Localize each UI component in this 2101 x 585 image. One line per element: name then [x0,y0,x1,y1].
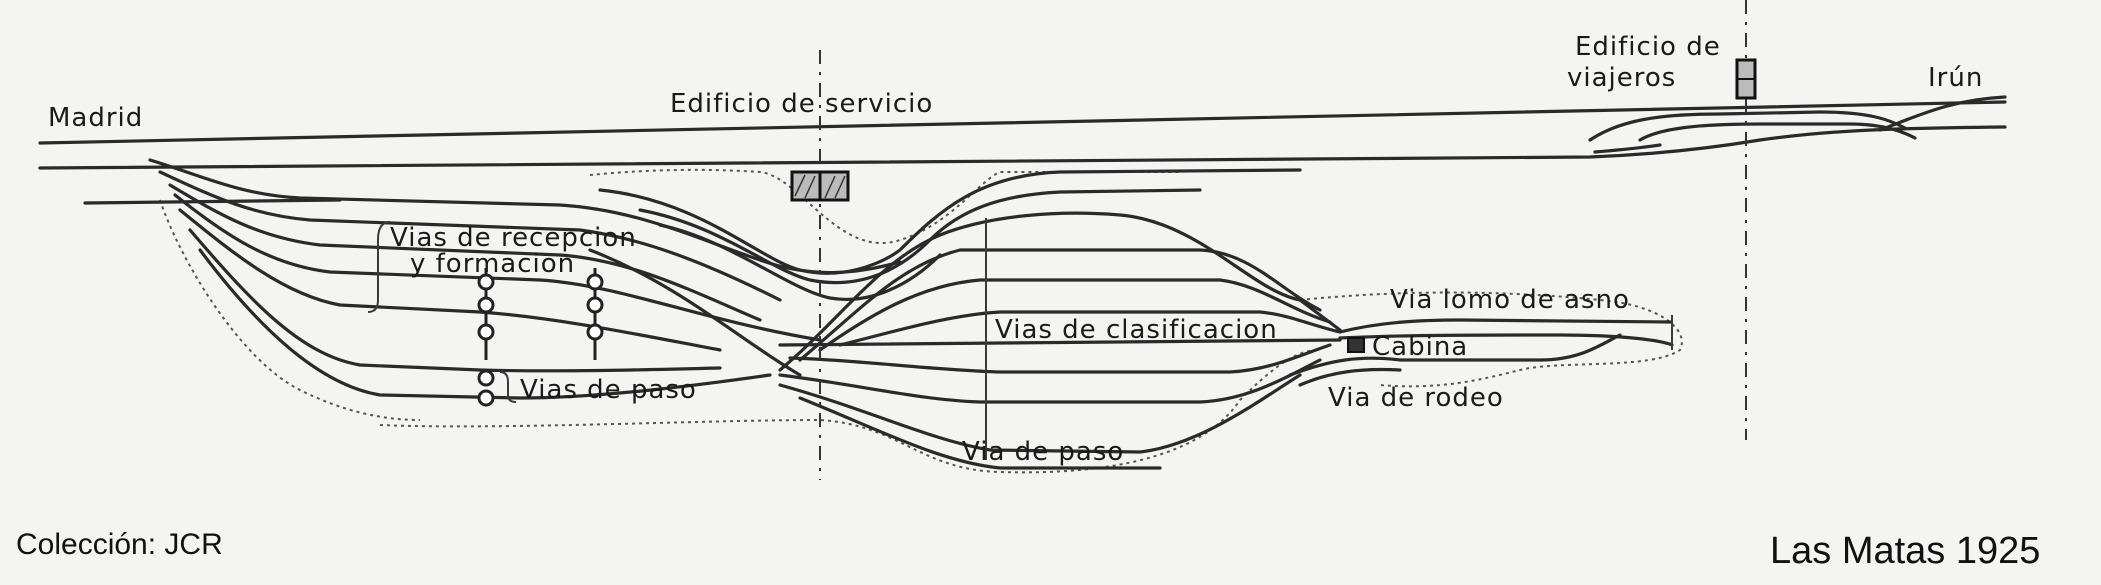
edificio-servicio-building [790,170,850,202]
station-siding-2 [1638,122,1917,142]
upper-curve-2 [638,188,1202,285]
class-track-6 [788,343,1332,374]
class-track-7 [778,358,1322,404]
embankment-left [159,199,421,421]
signal-crossings [477,268,604,407]
class-track-1 [778,211,1342,372]
reception-track-5 [178,208,722,352]
via-rodeo [1288,333,1622,377]
reception-to-class [588,248,802,377]
station-siding-3 [1593,143,1662,154]
upper-curve-1 [598,168,1302,275]
reception-track-7 [198,248,772,400]
collection-credit: Colección: JCR [16,528,223,561]
label-edificio-viajeros-2: viajeros [1567,63,1676,93]
via-rodeo-2 [1298,367,1402,387]
main-line-2 [38,125,2007,170]
label-cabina: Cabina [1372,332,1468,362]
label-via-lomo: Via lomo de asno [1390,285,1630,315]
label-edificio-viajeros-1: Edificio de [1575,32,1721,62]
via-lomo-asno-2 [1338,333,1674,347]
label-vias-recepcion-1: Vias de recepcion [390,223,637,253]
class-track-3 [818,278,1332,352]
label-vias-paso: Vias de paso [520,375,697,405]
class-track-5 [778,338,1342,347]
reception-track-2 [158,170,782,302]
label-vias-clasificacion: Vias de clasificacion [995,315,1278,345]
reception-track-6 [188,228,722,373]
reception-track-3 [168,183,762,322]
class-track-9 [798,396,1162,470]
label-edificio-servicio: Edificio de servicio [670,89,933,119]
embankment-bottom [379,349,1321,474]
cabina-building [1347,337,1365,353]
label-via-paso: Via de paso [962,437,1124,467]
brace-recepcion [367,221,391,313]
label-irun: Irún [1928,63,1983,93]
class-track-8 [778,373,1302,454]
main-line-1 [38,100,2007,145]
label-vias-recepcion-2: y formacion [410,249,575,279]
brace-paso [499,371,517,403]
main-line-3 [83,198,342,205]
diagram-title: Las Matas 1925 [1770,530,2041,572]
station-siding-1 [1588,110,1907,142]
upper-curve-3 [658,223,942,301]
station-siding-4 [1878,95,2007,132]
class-track-4 [838,310,1342,347]
class-track-2 [798,248,1322,362]
reception-track-4 [173,193,822,342]
label-madrid: Madrid [48,103,143,133]
label-via-rodeo: Via de rodeo [1328,383,1504,413]
via-lomo-asno [1338,318,1672,334]
embankment-right [1299,291,1683,388]
edificio-viajeros-building [1735,58,1757,100]
